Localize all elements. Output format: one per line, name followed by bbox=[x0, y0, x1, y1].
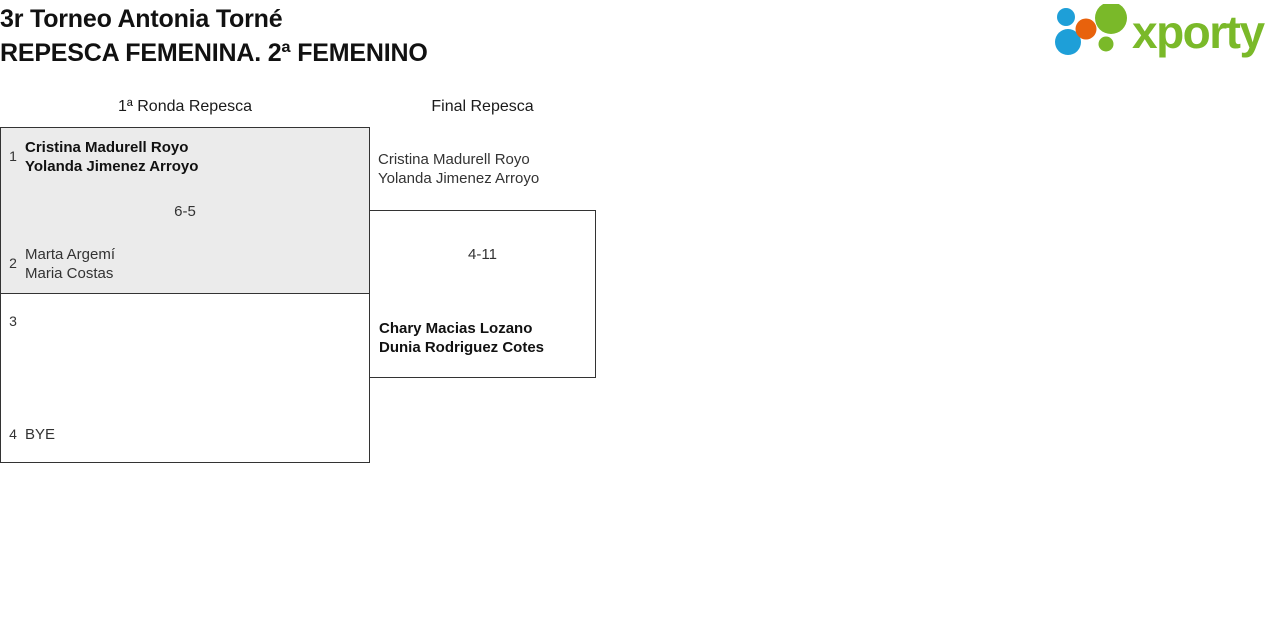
final-competitor-slot-top[interactable]: Cristina Madurell Royo Yolanda Jimenez A… bbox=[369, 150, 539, 188]
logo-dot-green-large bbox=[1095, 4, 1127, 34]
logo-dot-blue-bottom bbox=[1055, 29, 1081, 55]
competitor-slot-seed-2[interactable]: 2 Marta Argemí Maria Costas bbox=[1, 245, 369, 283]
xporty-logo[interactable]: xporty bbox=[1048, 4, 1274, 64]
competitor-names: Marta Argemí Maria Costas bbox=[25, 245, 115, 283]
logo-dot-green-small bbox=[1098, 36, 1114, 52]
competitor-name-line-2: Maria Costas bbox=[25, 265, 114, 282]
column-header-final: Final Repesca bbox=[431, 98, 534, 115]
seed-number: 2 bbox=[9, 255, 17, 272]
final-competitor-slot-bottom[interactable]: Chary Macias Lozano Dunia Rodriguez Cote… bbox=[370, 319, 595, 357]
logo-dot-blue-top bbox=[1057, 8, 1075, 26]
page-header: 3r Torneo Antonia Torné REPESCA FEMENINA… bbox=[0, 0, 1280, 80]
seed-number: 1 bbox=[9, 148, 17, 165]
match-score: 6-5 bbox=[174, 203, 196, 220]
competitor-names: Chary Macias Lozano Dunia Rodriguez Cote… bbox=[370, 319, 544, 357]
competitor-name-line-2: Yolanda Jimenez Arroyo bbox=[378, 170, 540, 187]
logo-wordmark: xporty bbox=[1132, 6, 1266, 58]
competitor-name-line-1: BYE bbox=[25, 426, 56, 443]
column-header-round1: 1ª Ronda Repesca bbox=[117, 98, 252, 115]
competitor-slot-seed-4[interactable]: 4 BYE bbox=[1, 425, 369, 444]
seed-number: 4 bbox=[9, 425, 17, 442]
bracket-connector-upper bbox=[369, 127, 370, 211]
logo-dot-orange bbox=[1075, 18, 1097, 40]
competitor-name-line-1: Cristina Madurell Royo bbox=[25, 139, 189, 156]
match-box-round1-2[interactable]: 3 4 BYE bbox=[0, 294, 370, 463]
tournament-category: REPESCA FEMENINA. 2ª FEMENINO bbox=[0, 39, 428, 67]
competitor-name-line-2: Dunia Rodriguez Cotes bbox=[379, 339, 545, 356]
match-box-final[interactable]: 4-11 Chary Macias Lozano Dunia Rodriguez… bbox=[369, 210, 596, 378]
tournament-name: 3r Torneo Antonia Torné bbox=[0, 5, 283, 33]
competitor-name-line-1: Cristina Madurell Royo bbox=[378, 151, 530, 168]
competitor-names: Cristina Madurell Royo Yolanda Jimenez A… bbox=[25, 138, 198, 176]
competitor-slot-seed-3[interactable]: 3 bbox=[1, 313, 369, 329]
competitor-slot-seed-1[interactable]: 1 Cristina Madurell Royo Yolanda Jimenez… bbox=[1, 138, 369, 176]
competitor-name-line-2: Yolanda Jimenez Arroyo bbox=[25, 158, 199, 175]
page-title: 3r Torneo Antonia Torné REPESCA FEMENINA… bbox=[0, 2, 428, 70]
match-box-round1-1[interactable]: 1 Cristina Madurell Royo Yolanda Jimenez… bbox=[0, 127, 370, 294]
competitor-names: BYE bbox=[25, 425, 55, 444]
seed-number: 3 bbox=[9, 313, 17, 329]
competitor-name-line-1: Marta Argemí bbox=[25, 246, 116, 263]
competitor-name-line-1: Chary Macias Lozano bbox=[379, 320, 533, 337]
competitor-names: Cristina Madurell Royo Yolanda Jimenez A… bbox=[369, 150, 539, 188]
xporty-logo-svg: xporty bbox=[1055, 4, 1267, 58]
bracket-connector-lower bbox=[369, 377, 370, 463]
match-score: 4-11 bbox=[468, 246, 497, 263]
